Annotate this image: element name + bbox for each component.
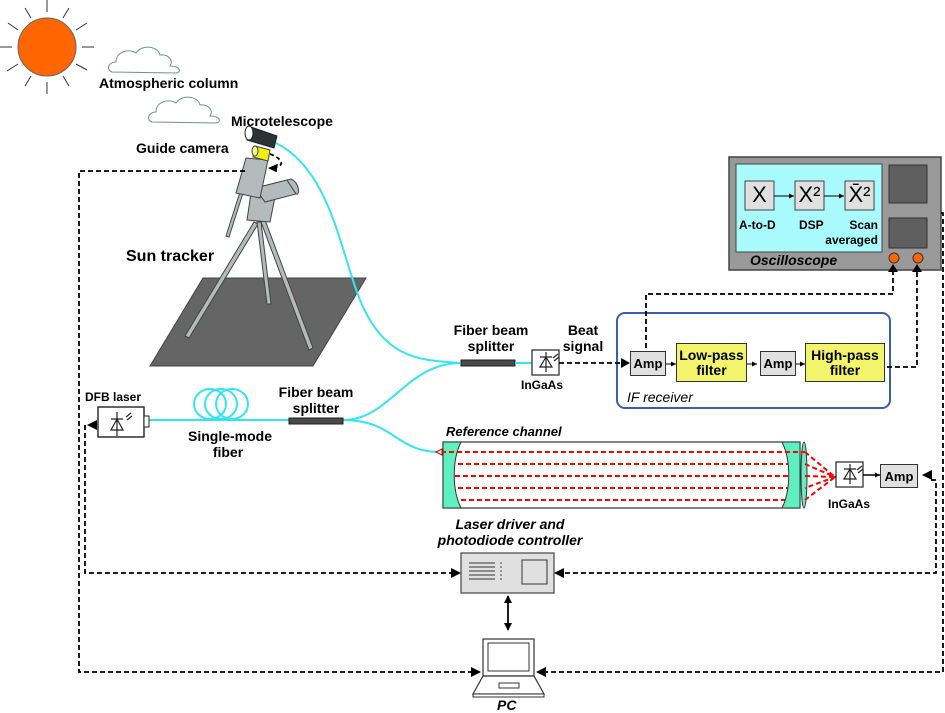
pc-laptop-icon [471,638,546,698]
arrowheads [87,164,932,677]
cloud-icon [148,96,220,124]
scope-stage-symbol: X [752,182,767,207]
lens-icon [800,441,808,509]
label-line: fiber [212,444,244,460]
microtelescope-icon [244,125,278,149]
if-receiver-box [616,312,891,409]
fiber-beam-splitter-1 [460,359,516,367]
cloud-icon [108,46,180,74]
ground-plate [149,277,367,367]
label-line: Fiber beam [453,322,529,338]
guide-camera-icon [251,145,271,162]
label-line: Low-pass [679,346,744,363]
scope-input-1 [888,252,900,264]
reference-cell [434,441,838,509]
if-receiver-label: IF receiver [627,389,693,405]
ingaas-detector-icon [835,461,864,488]
sun-icon [0,0,94,94]
dfb-laser-icon [97,406,150,438]
label-line: splitter [467,338,515,354]
reference-amp: Amp [880,464,918,488]
if-amp-2: Amp [760,351,796,376]
label-line: High-pass [811,346,879,363]
guide-camera-label: Guide camera [136,140,229,156]
oscilloscope [728,156,942,271]
scope-stage-label: Scan [849,218,878,232]
scope-stage-label: averaged [825,233,878,247]
label-line: Beat [567,322,599,338]
fiber-beam-splitter-1-label: Fiber beam splitter [443,322,539,354]
label-line: signal [562,338,604,354]
reference-channel-label: Reference channel [446,424,562,439]
if-amp-1: Amp [630,351,666,376]
atmospheric-column-label: Atmospheric column [99,75,239,91]
label-line: splitter [292,400,340,416]
fiber-coil-icon [193,388,249,420]
scope-stage-symbol: X² [798,182,821,207]
single-mode-fiber-label: Single-mode fiber [188,428,273,460]
scope-stage-label: A-to-D [739,218,776,232]
fiber-beam-splitter-2-label: Fiber beam splitter [268,384,364,416]
optical-fiber [143,142,461,453]
label-line: filter [829,361,861,378]
scope-stage-symbol: X̄² [848,182,871,207]
ingaas-2-label: InGaAs [828,497,871,511]
microtelescope-label: Microtelescope [231,113,333,129]
sun-tracker-mount-icon [235,157,300,223]
dfb-laser-label: DFB laser [85,390,142,404]
laser-driver-controller [460,552,555,594]
label-line: Single-mode [188,428,273,444]
label-line: Fiber beam [278,384,354,400]
laser-driver-label: Laser driver and photodiode controller [436,516,584,548]
pc-label: PC [497,697,517,713]
ingaas-1-label: InGaAs [521,378,564,392]
label-line: photodiode controller [437,532,583,548]
fiber-beam-splitter-2 [288,417,344,425]
scope-input-2 [912,252,924,264]
label-line: filter [696,361,727,378]
beat-signal-label: Beat signal [558,322,608,354]
scope-stage-label: DSP [799,218,824,232]
sun-tracker-label: Sun tracker [126,248,215,265]
oscilloscope-label: Oscilloscope [750,252,838,268]
feedback-loop-arrow [269,153,283,172]
label-line: Laser driver and [455,516,565,532]
ingaas-detector-icon [531,349,560,376]
